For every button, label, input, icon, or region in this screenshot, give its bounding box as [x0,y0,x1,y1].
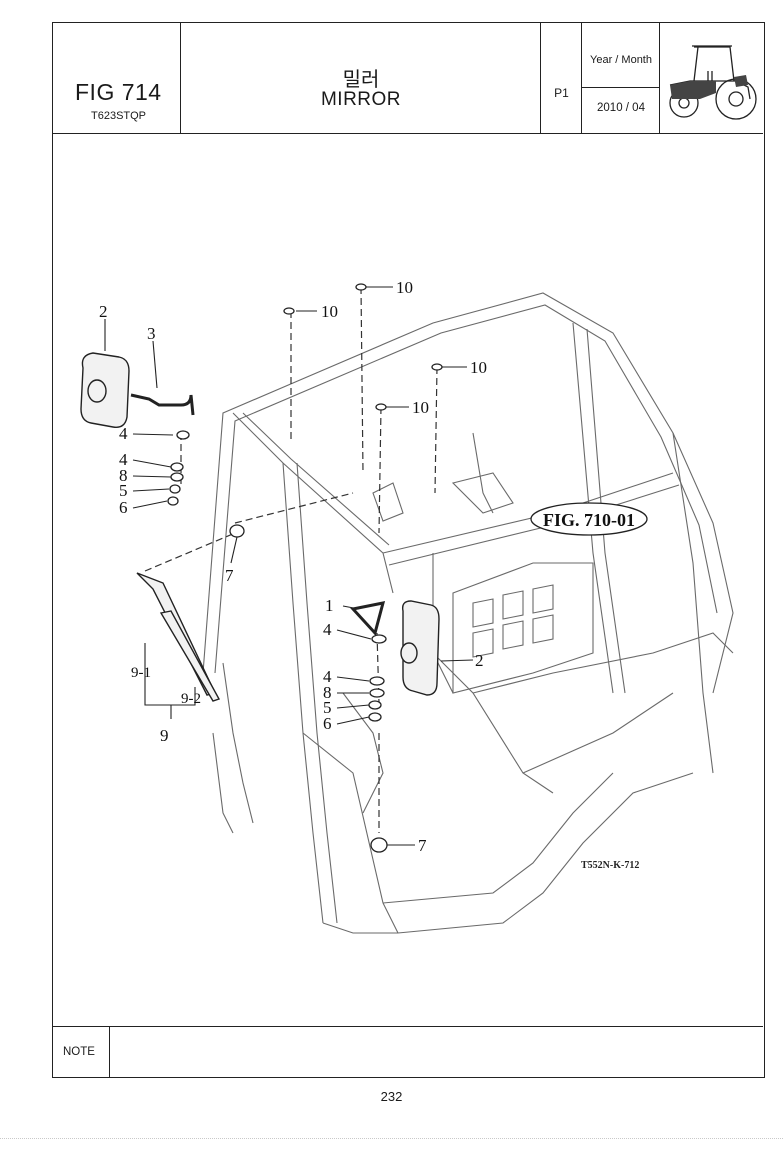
callout-label: 4 [119,450,128,469]
wiper-blade-part [159,610,221,702]
leader-dashes [144,286,438,833]
title-cell: 밀러 MIRROR [181,23,541,133]
callout-label: 3 [147,324,156,343]
callout-leaders [104,286,474,846]
callout-label: 5 [119,481,128,500]
callout-label: 1 [325,596,334,615]
mirror-assembly-drawing: 10 10 10 10 2 3 4 4 8 5 6 7 1 2 4 4 8 5 … [80,278,734,934]
date-cell: Year / Month 2010 / 04 [582,23,660,133]
mirror-bracket-part [350,601,386,637]
parts-drawn [80,352,440,702]
parts-sheet: FIG 714 T623STQP 밀러 MIRROR P1 Year / Mon… [52,22,765,1078]
tractor-icon [669,45,757,120]
figure-number: FIG 714 [75,79,162,105]
logo-cell [660,23,763,133]
callout-label: 7 [225,566,234,585]
callout-label: 4 [323,667,332,686]
callout-label: 9 [160,726,169,745]
note-label: NOTE [63,1046,95,1058]
date-divider [582,87,660,88]
note-label-cell: NOTE [53,1027,110,1077]
header-table: FIG 714 T623STQP 밀러 MIRROR P1 Year / Mon… [53,23,763,134]
cross-reference-badge: FIG. 710-01 [530,502,648,536]
page-indicator: P1 [554,86,569,100]
cross-reference-label: FIG. 710-01 [543,510,635,530]
page-number: 232 [380,1089,403,1104]
cab-frame [202,292,734,934]
title-korean: 밀러 [342,69,380,91]
figure-number-cell: FIG 714 T623STQP [53,23,181,133]
callout-labels: 10 10 10 10 2 3 4 4 8 5 6 7 1 2 4 4 8 5 … [99,278,487,855]
scan-edge-divider [0,1138,783,1139]
mirror-stay-arm [130,393,195,416]
callout-label: 4 [119,424,128,443]
callout-label: 9-2 [181,691,201,707]
callout-label: 7 [418,836,427,855]
exploded-parts-diagram: 10 10 10 10 2 3 4 4 8 5 6 7 1 2 4 4 8 5 … [53,133,763,1025]
callout-label: 2 [99,302,108,321]
callout-label: 5 [323,698,332,717]
callout-label: 8 [119,466,128,485]
callout-label: 6 [119,498,128,517]
date-value: 2010 / 04 [597,102,645,114]
callout-label: 10 [321,302,338,321]
callout-label: 8 [323,683,332,702]
small-hardware [167,283,443,853]
drawing-code: T552N-K-712 [581,860,639,871]
callout-label: 2 [475,651,484,670]
note-row: NOTE [53,1026,763,1077]
title-english: MIRROR [320,89,402,110]
callout-label: 10 [470,358,487,377]
callout-label: 10 [412,398,429,417]
callout-label: 4 [323,620,332,639]
date-label: Year / Month [590,54,652,66]
mirror-mount-knob [87,379,107,403]
right-mirror-part [401,600,440,696]
callout-label: 9-1 [131,665,151,681]
page-cell: P1 [541,23,582,133]
callout-label: 6 [323,714,332,733]
callout-label: 10 [396,278,413,297]
model-code: T623STQP [91,110,147,122]
